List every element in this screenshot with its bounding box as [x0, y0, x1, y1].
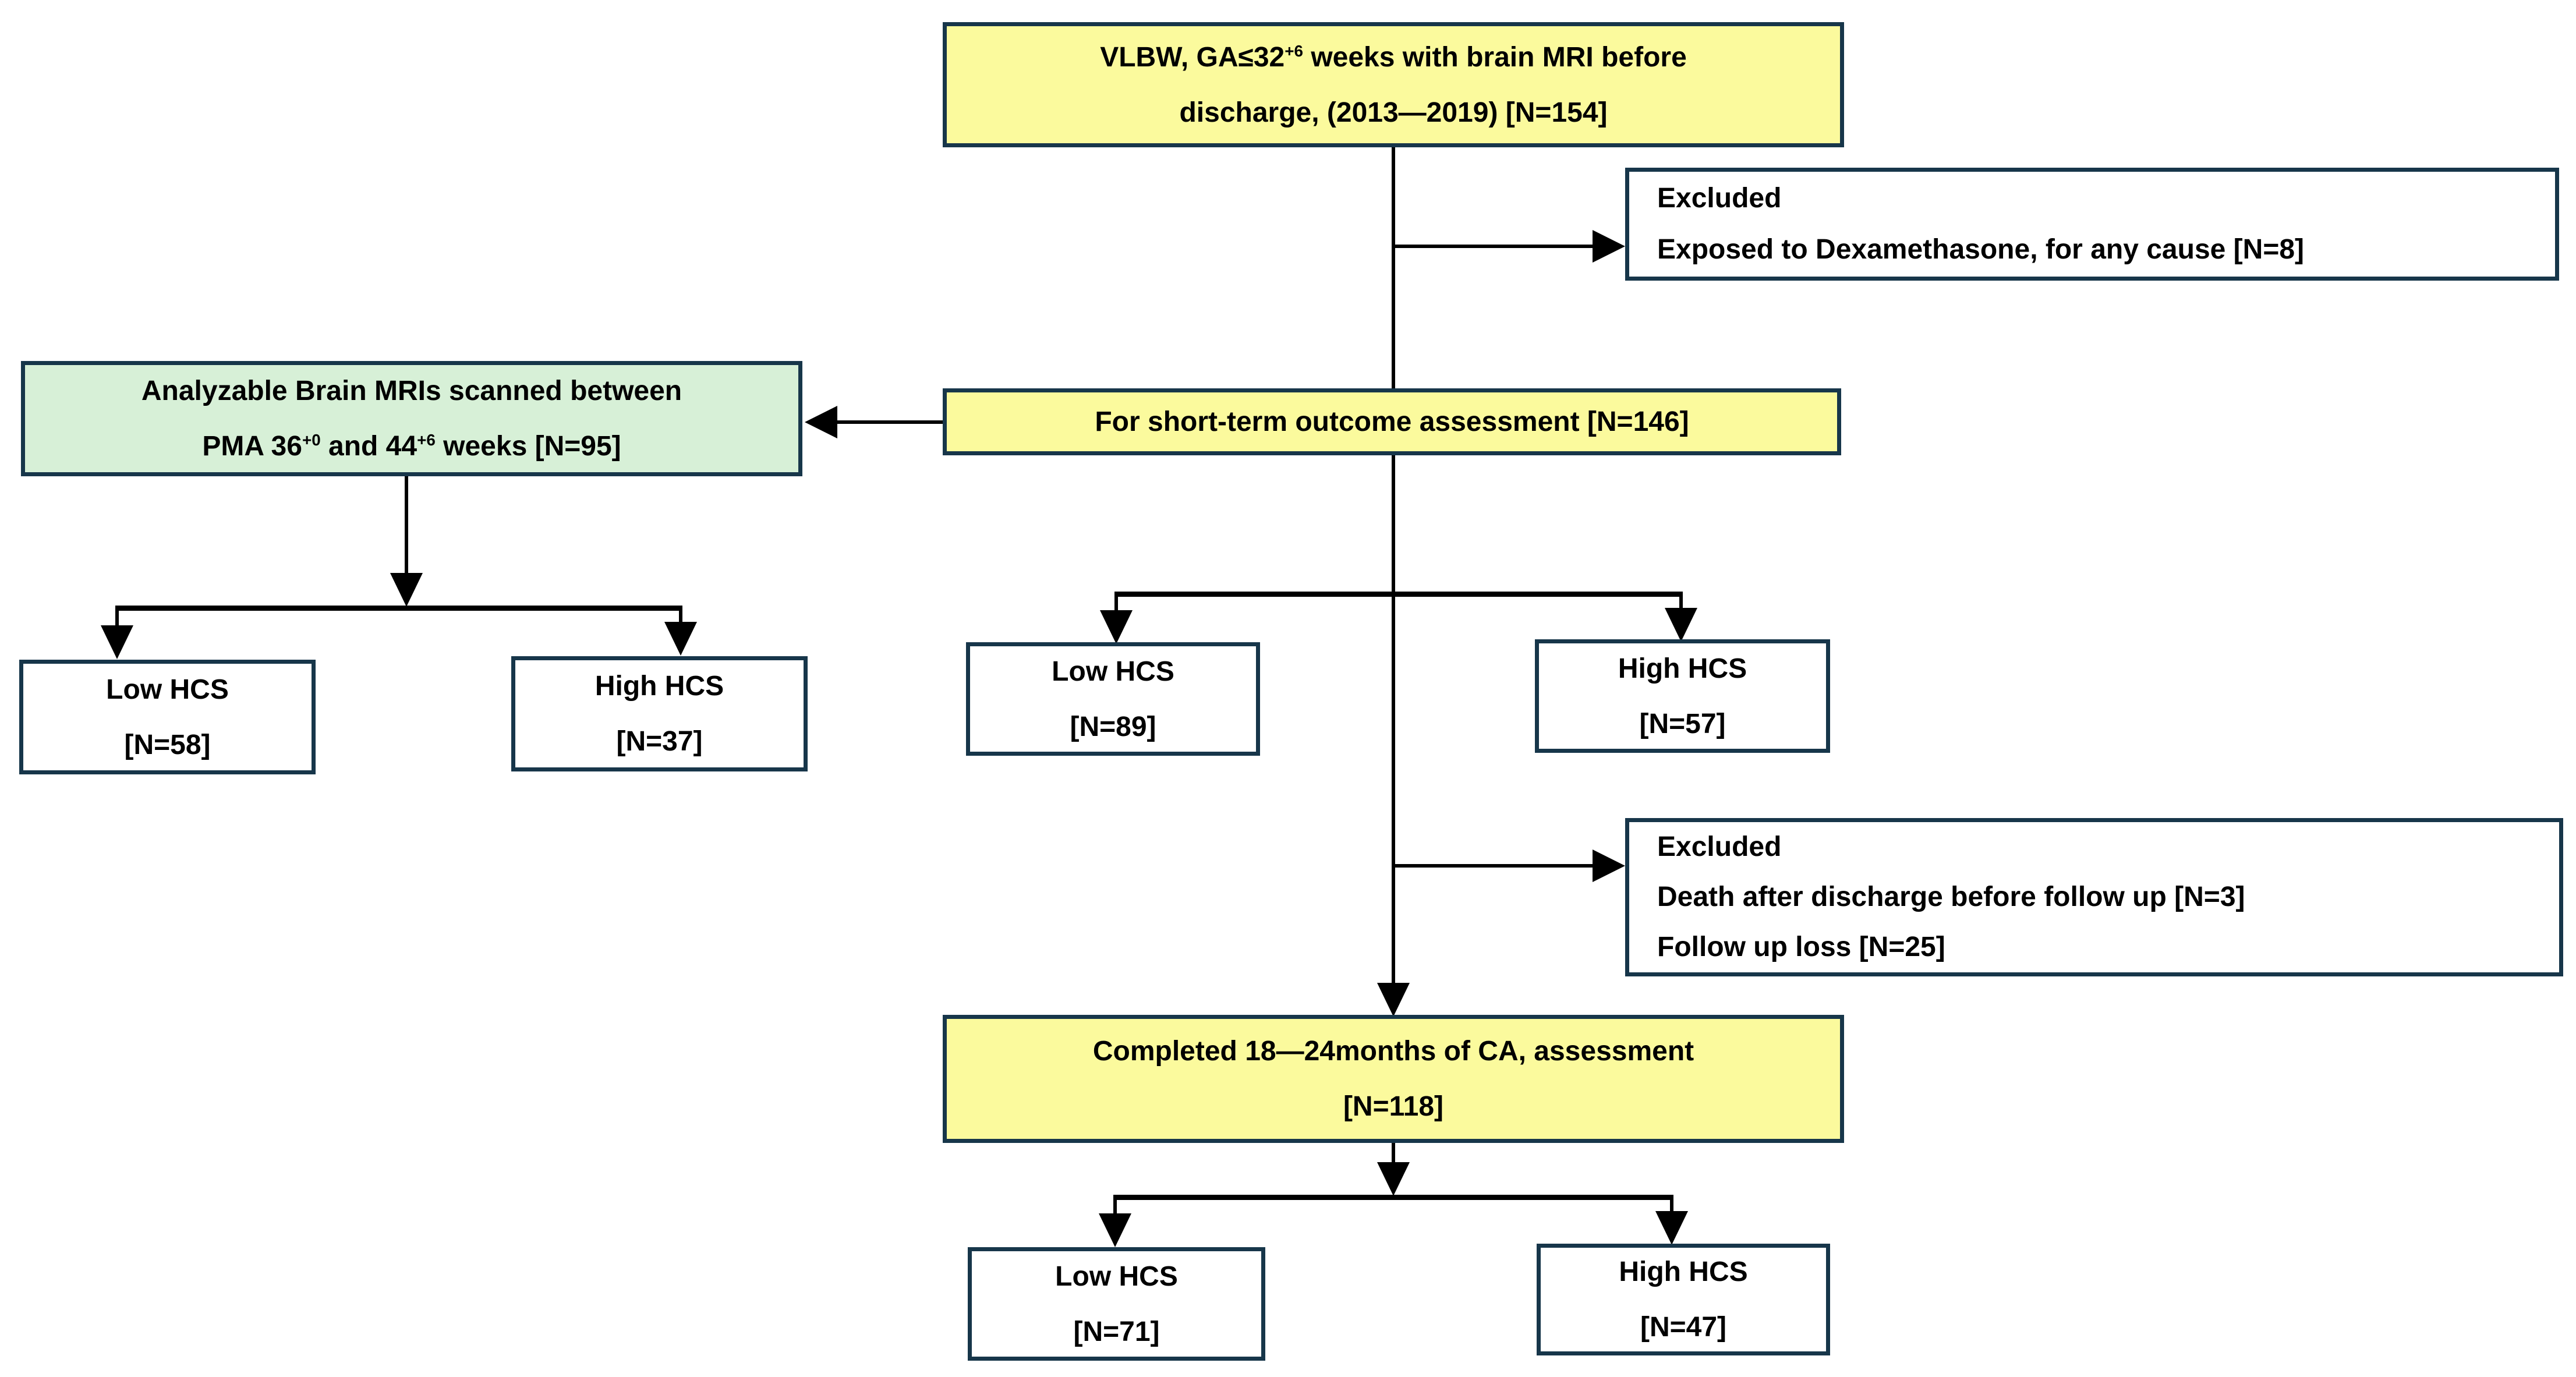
connector-mrihigh-drop	[679, 606, 682, 624]
box-final-low-hcs: Low HCS [N=71]	[968, 1247, 1265, 1361]
analyzable-line2-sup1: +0	[302, 431, 321, 449]
mri-high-label: High HCS	[595, 671, 724, 702]
arrowhead-mrihigh-icon	[664, 622, 697, 656]
connector-shorthigh-drop	[1679, 592, 1683, 613]
arrowhead-completed-icon	[1377, 983, 1410, 1017]
box-short-low-hcs: Low HCS [N=89]	[966, 642, 1260, 756]
connector-excluded1-branch	[1393, 245, 1593, 248]
analyzable-line2-text3: weeks [N=95]	[435, 431, 621, 462]
connector-shortlow-drop	[1114, 592, 1118, 614]
arrowhead-excluded2-icon	[1593, 849, 1625, 882]
connector-excluded2-branch	[1393, 864, 1593, 868]
analyzable-line1: Analyzable Brain MRIs scanned between	[141, 376, 682, 406]
connector-mrilow-drop	[115, 606, 119, 626]
box-short-term-assessment: For short-term outcome assessment [N=146…	[943, 388, 1841, 455]
analyzable-line2-sup2: +6	[417, 431, 436, 449]
analyzable-line2-text2: and 44	[320, 431, 417, 462]
mri-low-label: Low HCS	[106, 674, 229, 705]
analyzable-line2-text: PMA 36	[202, 431, 302, 462]
short-high-label: High HCS	[1618, 653, 1747, 684]
arrowhead-final-junction-icon	[1377, 1162, 1410, 1196]
mri-high-n: [N=37]	[616, 726, 703, 757]
connector-mri-branch-bar	[115, 606, 682, 611]
arrowhead-shortlow-icon	[1100, 610, 1133, 644]
arrowhead-excluded1-icon	[1593, 230, 1625, 263]
excluded2-reason1: Death after discharge before follow up […	[1657, 882, 2245, 912]
excluded2-reason2: Follow up loss [N=25]	[1657, 932, 1945, 962]
analyzable-line2: PMA 36+0 and 44+6 weeks [N=95]	[202, 419, 621, 474]
arrowhead-finalhigh-icon	[1655, 1211, 1688, 1245]
final-high-label: High HCS	[1619, 1256, 1748, 1287]
connector-top-vertical	[1392, 147, 1395, 388]
short-high-n: [N=57]	[1639, 708, 1726, 739]
short-term-label: For short-term outcome assessment [N=146…	[1095, 406, 1689, 437]
box-completed-assessment: Completed 18—24months of CA, assessment …	[943, 1015, 1844, 1143]
box-mri-high-hcs: High HCS [N=37]	[511, 656, 808, 771]
connector-analyzable-stem	[405, 475, 408, 575]
eligible-line1: VLBW, GA≤32+6 weeks with brain MRI befor…	[1100, 30, 1687, 85]
mri-low-n: [N=58]	[124, 729, 211, 760]
short-low-label: Low HCS	[1052, 656, 1174, 687]
connector-finalhigh-drop	[1670, 1195, 1673, 1213]
final-low-n: [N=71]	[1073, 1316, 1160, 1347]
box-analyzable-mri: Analyzable Brain MRIs scanned between PM…	[21, 361, 802, 476]
excluded1-reason: Exposed to Dexamethasone, for any cause …	[1657, 234, 2305, 265]
short-low-n: [N=89]	[1070, 711, 1156, 742]
connector-completed-stem	[1392, 1143, 1395, 1164]
excluded1-title: Excluded	[1657, 183, 1782, 214]
box-short-high-hcs: High HCS [N=57]	[1535, 639, 1830, 753]
box-excluded-dexamethasone: Excluded Exposed to Dexamethasone, for a…	[1625, 168, 2559, 281]
box-excluded-followup: Excluded Death after discharge before fo…	[1625, 818, 2563, 976]
connector-shortterm-branch-bar	[1114, 592, 1683, 597]
eligible-line1-sup: +6	[1285, 41, 1303, 60]
arrowhead-mrilow-icon	[101, 625, 133, 659]
box-final-high-hcs: High HCS [N=47]	[1537, 1244, 1830, 1355]
excluded2-title: Excluded	[1657, 831, 1782, 862]
final-low-label: Low HCS	[1055, 1261, 1178, 1292]
box-mri-low-hcs: Low HCS [N=58]	[19, 660, 316, 774]
eligible-line1-text2: weeks with brain MRI before	[1303, 41, 1687, 73]
arrowhead-shorthigh-icon	[1665, 608, 1697, 642]
completed-line1: Completed 18—24months of CA, assessment	[1092, 1036, 1694, 1067]
connector-finallow-drop	[1113, 1195, 1117, 1216]
eligible-line2: discharge, (2013—2019) [N=154]	[1179, 97, 1608, 128]
connector-final-branch-bar	[1113, 1195, 1673, 1200]
completed-n: [N=118]	[1343, 1091, 1444, 1122]
final-high-n: [N=47]	[1640, 1312, 1727, 1343]
arrowhead-finallow-icon	[1099, 1213, 1131, 1247]
arrowhead-analyzable-icon	[805, 406, 837, 438]
box-eligible-population: VLBW, GA≤32+6 weeks with brain MRI befor…	[943, 22, 1844, 147]
arrowhead-mri-junction-icon	[390, 573, 423, 607]
connector-shortterm-to-analyzable	[837, 420, 943, 424]
eligible-line1-text: VLBW, GA≤32	[1100, 41, 1285, 73]
connector-main-vertical	[1392, 455, 1395, 983]
